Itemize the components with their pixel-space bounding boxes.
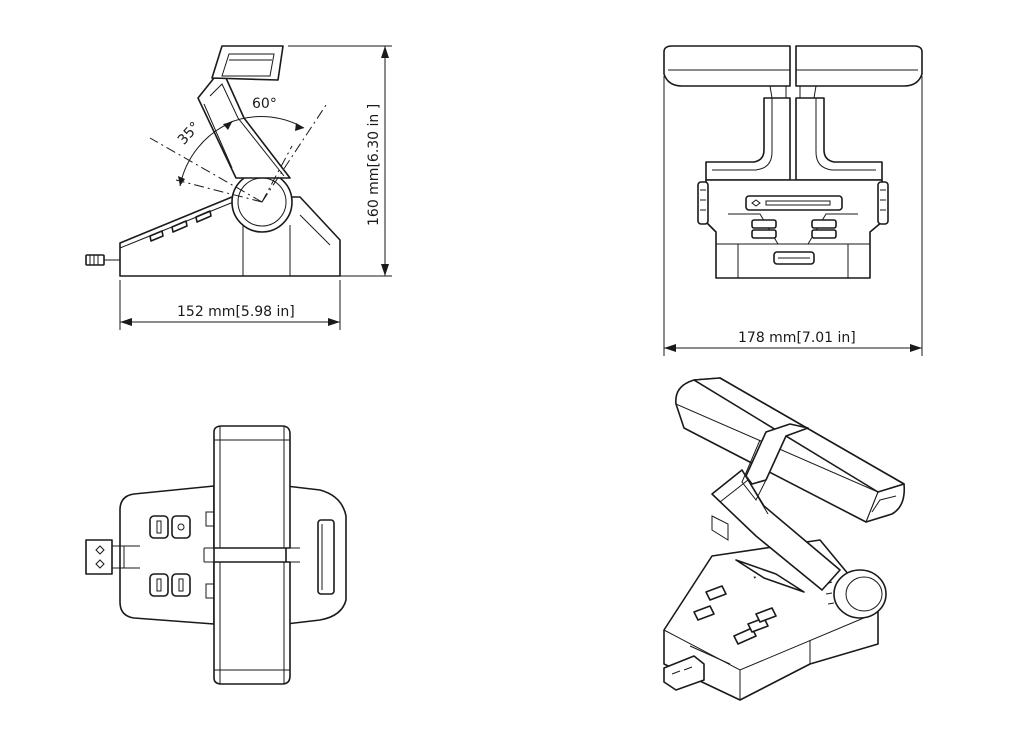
width-dimension-label: 152 mm[5.98 in]: [177, 304, 295, 320]
iso-view: ✦: [663, 377, 906, 701]
front-view: 178 mm[7.01 in]: [663, 45, 923, 356]
angle-back-label: 35°: [175, 119, 204, 148]
depth-dimension-label: 178 mm[7.01 in]: [738, 330, 856, 346]
side-view: 35° 60° 160 mm[6.30 in ] 152 mm[5.98 in]: [85, 45, 392, 330]
top-view: [85, 425, 347, 685]
angle-forward-label: 60°: [252, 96, 277, 112]
iso-logo-mark: ✦: [751, 574, 758, 581]
height-dimension-label: 160 mm[6.30 in ]: [366, 104, 382, 226]
